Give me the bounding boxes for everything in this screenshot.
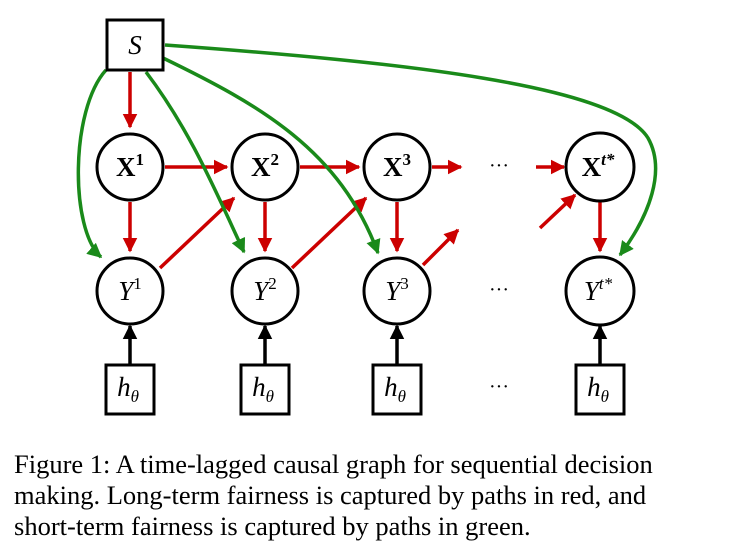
edge-y3-next [421, 228, 460, 267]
policy-edges [122, 324, 608, 365]
policy-node-base: h [384, 372, 398, 402]
outcome-node-yt: Yt* [564, 255, 636, 327]
outcome-node-sup: 1 [133, 274, 142, 293]
outcome-node-y1: Y1 [95, 256, 165, 326]
state-node-base: X [116, 152, 136, 182]
ellipsis-outcome-row: ··· [489, 279, 509, 301]
svg-text:X2: X2 [251, 150, 279, 182]
edge-s-y1 [76, 68, 108, 259]
edge-s-y3 [162, 56, 381, 255]
svg-text:X1: X1 [116, 150, 144, 182]
source-node: S [105, 18, 165, 72]
ellipsis-policy-row: ··· [489, 376, 509, 398]
state-node-base: X [582, 152, 602, 182]
svg-text:hθ: hθ [117, 372, 139, 406]
edge-s-yt [164, 43, 658, 257]
policy-node-sub: θ [266, 387, 274, 406]
policy-node-base: h [252, 372, 266, 402]
state-node-base: X [251, 152, 271, 182]
svg-text:X3: X3 [383, 150, 411, 182]
svg-text:Y1: Y1 [118, 274, 142, 306]
outcome-node-y2: Y2 [230, 256, 300, 326]
figure-caption: Figure 1: A time-lagged causal graph for… [14, 449, 750, 542]
edge-prev-xt [538, 193, 577, 230]
outcome-node-y3: Y3 [362, 256, 432, 326]
outcome-node-sup: 2 [268, 274, 277, 293]
source-node-label: S [128, 30, 142, 60]
policy-node-1: hθ [104, 363, 156, 416]
outcome-node-base: Y [385, 276, 403, 306]
svg-text:hθ: hθ [384, 372, 406, 406]
outcome-node-sup: 3 [400, 274, 409, 293]
state-node-x1: X1 [95, 132, 165, 202]
caption-line: Figure 1: A time-lagged causal graph for… [14, 449, 653, 479]
policy-node-base: h [587, 372, 601, 402]
svg-text:hθ: hθ [252, 372, 274, 406]
caption-line: making. Long-term fairness is captured b… [14, 480, 647, 510]
state-node-x3: X3 [362, 132, 432, 202]
ellipsis-state-row: ··· [489, 155, 509, 177]
causal-graph: S X1 X2 X3 Xt* Y1 Y2 [76, 18, 658, 416]
outcome-node-base: Y [584, 276, 602, 306]
state-node-sup: 3 [403, 150, 412, 169]
outcome-node-base: Y [253, 276, 271, 306]
outcome-node-sup: t* [599, 274, 613, 293]
long-term-paths [122, 72, 608, 270]
caption-line: short-term fairness is captured by paths… [14, 511, 531, 541]
svg-text:Y3: Y3 [385, 274, 409, 306]
svg-text:Y2: Y2 [253, 274, 277, 306]
edge-y2-x3 [290, 196, 368, 270]
policy-node-sub: θ [601, 387, 609, 406]
state-node-sup: 2 [271, 150, 280, 169]
edge-s-y2 [144, 70, 246, 254]
policy-node-sub: θ [131, 387, 139, 406]
policy-node-2: hθ [239, 363, 291, 416]
policy-node-4: hθ [574, 363, 626, 416]
svg-text:Xt*: Xt* [582, 150, 615, 182]
outcome-node-base: Y [118, 276, 136, 306]
state-node-sup: 1 [136, 150, 145, 169]
state-node-sup: t* [601, 150, 615, 169]
policy-node-base: h [117, 372, 131, 402]
edge-y1-x2 [158, 196, 236, 270]
svg-text:Yt*: Yt* [584, 274, 613, 306]
short-term-paths [76, 43, 658, 259]
state-node-x2: X2 [230, 132, 300, 202]
policy-node-sub: θ [398, 387, 406, 406]
state-node-xt: Xt* [564, 131, 636, 203]
state-node-base: X [383, 152, 403, 182]
policy-node-3: hθ [371, 363, 423, 416]
svg-text:hθ: hθ [587, 372, 609, 406]
